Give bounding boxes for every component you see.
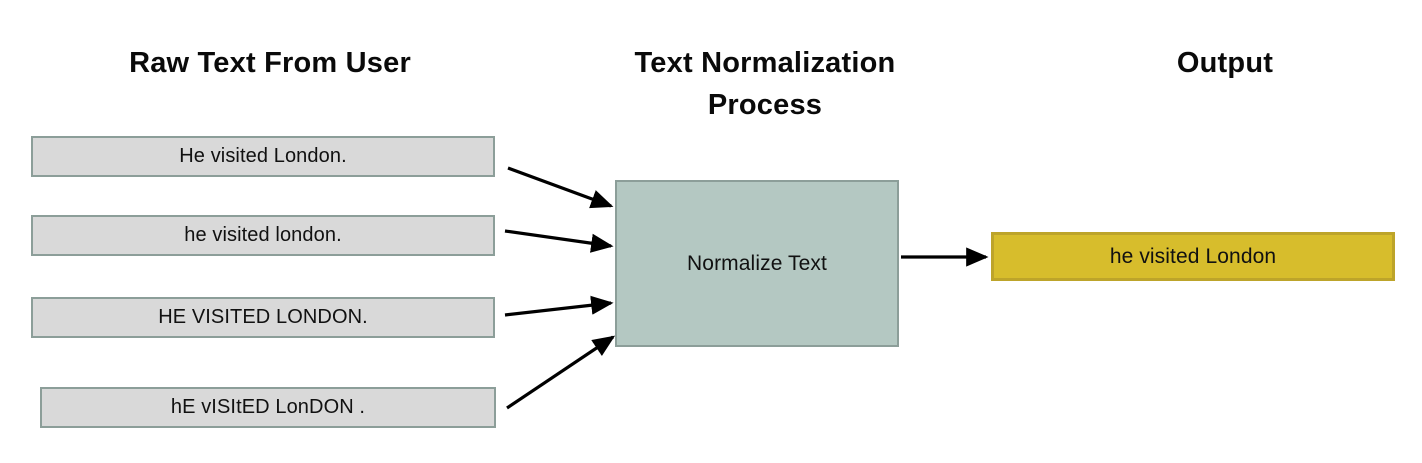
input-box-1[interactable]: He visited London. [31,136,495,177]
input-box-4[interactable]: hE vISItED LonDON . [40,387,496,428]
input-box-1-label: He visited London. [179,145,347,167]
process-box-label: Normalize Text [687,251,827,275]
arrow-input-2-to-process [504,229,614,253]
input-box-4-label: hE vISItED LonDON . [170,396,366,418]
arrow-input-1-to-process [507,166,614,209]
column-heading-output: Output [1176,47,1274,79]
arrow-input-3-to-process [504,295,614,317]
output-box[interactable]: he visited London [991,232,1395,281]
arrow-input-4-to-process [506,335,616,410]
column-heading-raw-text: Raw Text From User [129,47,411,79]
input-box-2[interactable]: he visited london. [31,215,495,256]
input-box-3-label: HE VISITED LONDON. [158,306,368,328]
input-box-2-label: he visited london. [184,224,342,246]
process-box-normalize-text[interactable]: Normalize Text [615,180,899,347]
input-box-3[interactable]: HE VISITED LONDON. [31,297,495,338]
output-box-label: he visited London [1109,244,1277,268]
column-heading-text-normalization-process: Text Normalization Process [634,47,896,121]
